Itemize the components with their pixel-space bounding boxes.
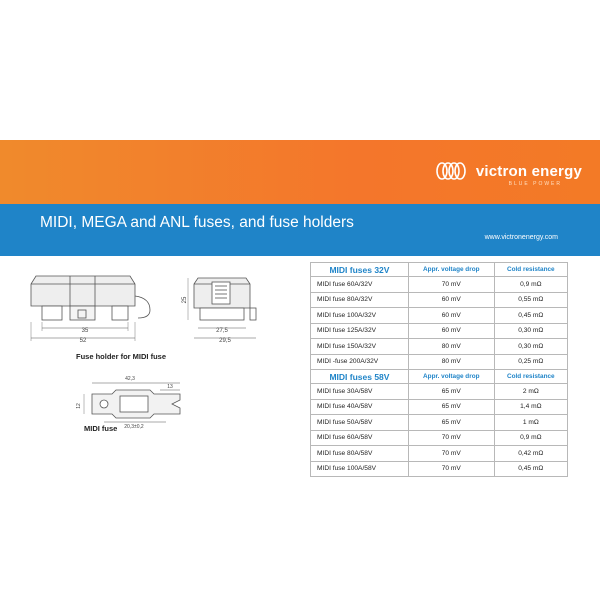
holder-front-view <box>30 275 151 341</box>
cold-resistance: 0,45 mΩ <box>493 307 569 324</box>
drawings-svg: 35 52 25 27,5 29,5 <box>30 275 257 430</box>
fuse-name: MIDI fuse 100A/58V <box>310 460 409 477</box>
col-header-resistance: Cold resistance <box>493 262 569 277</box>
fuse-name: MIDI fuse 60A/32V <box>310 276 409 293</box>
dim-fuse-w: 42,3 <box>125 376 135 382</box>
fuse-name: MIDI fuse 150A/32V <box>310 338 409 355</box>
voltage-drop: 80 mV <box>407 353 495 370</box>
brand-logo: victron energy <box>434 160 582 182</box>
page-title: MIDI, MEGA and ANL fuses, and fuse holde… <box>40 214 354 231</box>
spring-coil-icon <box>436 162 466 180</box>
technical-drawings: 35 52 25 27,5 29,5 <box>0 256 310 456</box>
dim-side-h: 25 <box>182 296 188 303</box>
col-header-voltage: Appr. voltage drop <box>407 369 495 384</box>
fuse-name: MIDI fuse 30A/58V <box>310 383 409 400</box>
fuse-spec-table: MIDI fuses 32V Appr. voltage drop Cold r… <box>310 262 569 477</box>
section-32v: MIDI fuses 32V Appr. voltage drop Cold r… <box>310 262 569 370</box>
fuse-caption: MIDI fuse <box>84 424 118 433</box>
fuse-name: MIDI fuse 50A/58V <box>310 414 409 431</box>
voltage-drop: 70 mV <box>407 460 495 477</box>
dim-fuse-h: 12 <box>76 403 82 409</box>
col-header-voltage: Appr. voltage drop <box>407 262 495 277</box>
dim-holder-w2: 52 <box>80 338 87 344</box>
fuse-name: MIDI -fuse 200A/32V <box>310 353 409 370</box>
header-orange-band <box>0 140 600 204</box>
cold-resistance: 0,9 mΩ <box>493 429 569 446</box>
cold-resistance: 2 mΩ <box>493 383 569 400</box>
cold-resistance: 0,9 mΩ <box>493 276 569 293</box>
fuse-name: MIDI fuse 80A/58V <box>310 445 409 462</box>
midi-fuse-drawing <box>83 382 181 423</box>
holder-side-view <box>187 277 257 339</box>
cold-resistance: 0,30 mΩ <box>493 322 569 339</box>
voltage-drop: 65 mV <box>407 398 495 415</box>
voltage-drop: 60 mV <box>407 307 495 324</box>
cold-resistance: 0,45 mΩ <box>493 460 569 477</box>
cold-resistance: 0,25 mΩ <box>493 353 569 370</box>
dim-holder-w1: 35 <box>82 328 89 334</box>
cold-resistance: 0,42 mΩ <box>493 445 569 462</box>
voltage-drop: 60 mV <box>407 291 495 308</box>
holder-caption: Fuse holder for MIDI fuse <box>76 352 167 361</box>
brand-tagline: BLUE POWER <box>508 181 562 187</box>
fuse-name: MIDI fuse 80A/32V <box>310 291 409 308</box>
voltage-drop: 60 mV <box>407 322 495 339</box>
voltage-drop: 65 mV <box>407 383 495 400</box>
dim-side-w1: 27,5 <box>216 328 228 334</box>
fuse-name: MIDI fuse 60A/58V <box>310 429 409 446</box>
dim-fuse-hole: 20,3±0,2 <box>124 424 144 430</box>
section-title-32v: MIDI fuses 32V <box>310 262 409 277</box>
voltage-drop: 65 mV <box>407 414 495 431</box>
col-header-resistance: Cold resistance <box>493 369 569 384</box>
header-blue-band <box>0 204 600 256</box>
fuse-name: MIDI fuse 100A/32V <box>310 307 409 324</box>
fuse-name: MIDI fuse 40A/58V <box>310 398 409 415</box>
voltage-drop: 70 mV <box>407 429 495 446</box>
website-link[interactable]: www.victronenergy.com <box>484 234 558 241</box>
voltage-drop: 70 mV <box>407 445 495 462</box>
voltage-drop: 70 mV <box>407 276 495 293</box>
voltage-drop: 80 mV <box>407 338 495 355</box>
section-title-58v: MIDI fuses 58V <box>310 369 409 384</box>
section-header-58v: MIDI fuses 58V Appr. voltage drop Cold r… <box>310 369 569 384</box>
dim-side-w2: 29,5 <box>219 338 231 344</box>
cold-resistance: 1 mΩ <box>493 414 569 431</box>
section-58v: MIDI fuses 58V Appr. voltage drop Cold r… <box>310 369 569 477</box>
cold-resistance: 0,55 mΩ <box>493 291 569 308</box>
section-header-32v: MIDI fuses 32V Appr. voltage drop Cold r… <box>310 262 569 277</box>
brand-name: victron energy <box>475 162 582 180</box>
cold-resistance: 0,30 mΩ <box>493 338 569 355</box>
dim-fuse-tab: 13 <box>167 384 173 390</box>
fuse-name: MIDI fuse 125A/32V <box>310 322 409 339</box>
cold-resistance: 1,4 mΩ <box>493 398 569 415</box>
